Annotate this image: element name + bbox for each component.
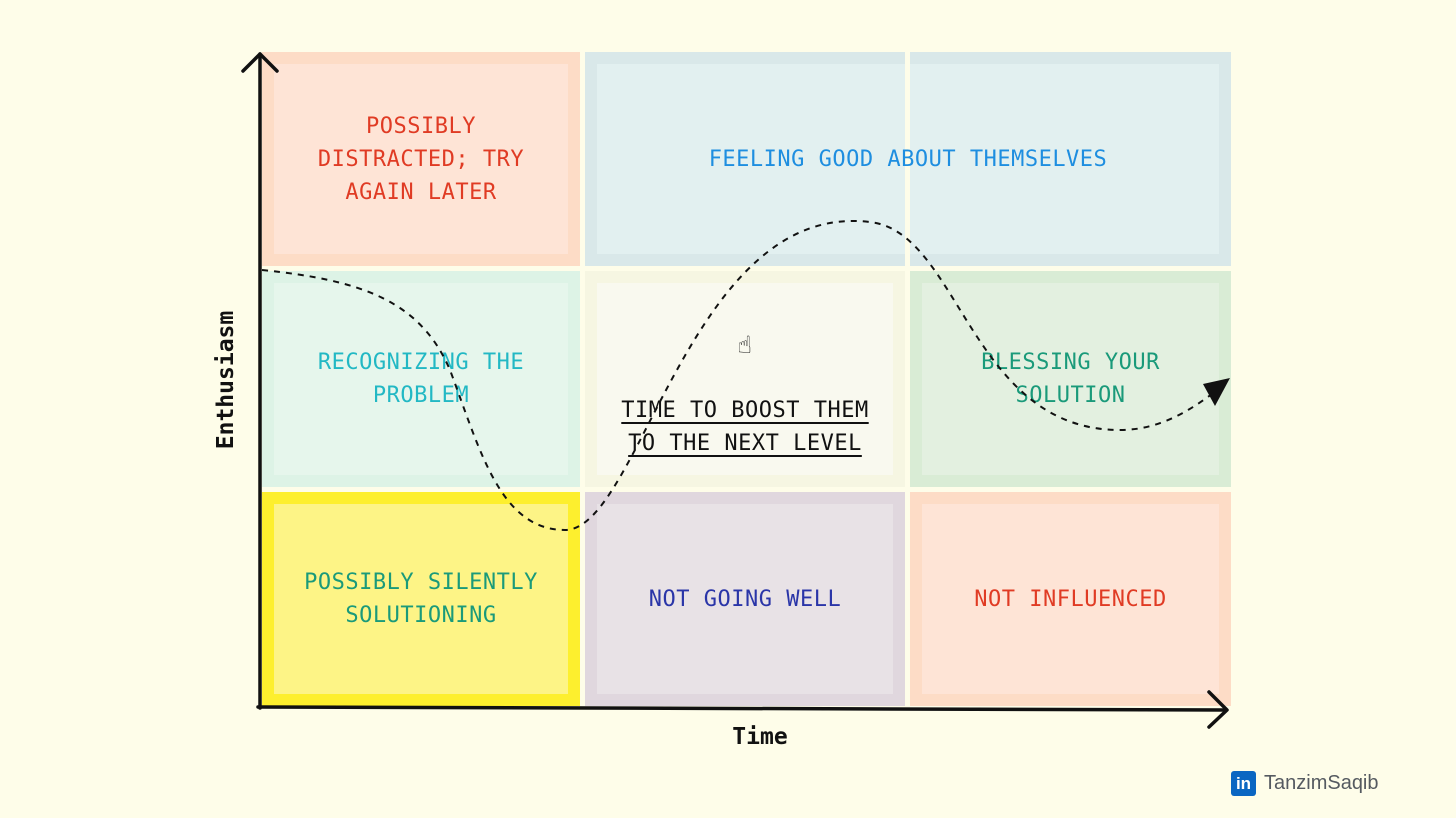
curve-arrowhead [1203,378,1230,406]
top-row-divider [905,52,910,266]
pointing-up-icon: ☝ [737,331,753,359]
quadrant-mid-center-label: TIME TO BOOST THEM TO THE NEXT LEVEL [621,398,869,456]
quadrant-mid-left-label: RECOGNIZING THE PROBLEM [317,350,525,408]
quadrant-bottom-left: POSSIBLY SILENTLY SOLUTIONING [262,492,580,706]
quadrant-mid-center-content: ☝ TIME TO BOOST THEM TO THE NEXT LEVEL [621,298,868,460]
quadrant-mid-left: RECOGNIZING THE PROBLEM [262,271,580,487]
quadrant-bottom-center-label: NOT GOING WELL [648,586,842,612]
y-axis-arrowhead [241,52,279,73]
quadrant-top-left: POSSIBLY DISTRACTED; TRY AGAIN LATER [262,52,580,266]
quadrant-bottom-left-label: POSSIBLY SILENTLY SOLUTIONING [304,570,538,628]
quadrant-top-left-label: POSSIBLY DISTRACTED; TRY AGAIN LATER [317,113,525,205]
quadrant-top-span-label: FEELING GOOD ABOUT THEMSELVES [708,146,1108,172]
x-axis [256,705,1228,712]
author-name: TanzimSaqib [1264,772,1379,794]
linkedin-icon: in [1231,771,1256,796]
author-credit[interactable]: in TanzimSaqib [1231,771,1379,796]
quadrant-mid-center: ☝ TIME TO BOOST THEM TO THE NEXT LEVEL [585,271,905,487]
x-axis-label: Time [732,724,788,750]
quadrant-bottom-right: NOT INFLUENCED [910,492,1231,706]
quadrant-mid-right-label: BLESSING YOUR SOLUTION [981,350,1160,408]
quadrant-mid-right: BLESSING YOUR SOLUTION [910,271,1231,487]
x-axis-arrowhead [1207,690,1229,729]
enthusiasm-curve [261,220,1213,532]
quadrant-bottom-right-label: NOT INFLUENCED [974,586,1167,612]
quadrant-bottom-center: NOT GOING WELL [585,492,905,706]
